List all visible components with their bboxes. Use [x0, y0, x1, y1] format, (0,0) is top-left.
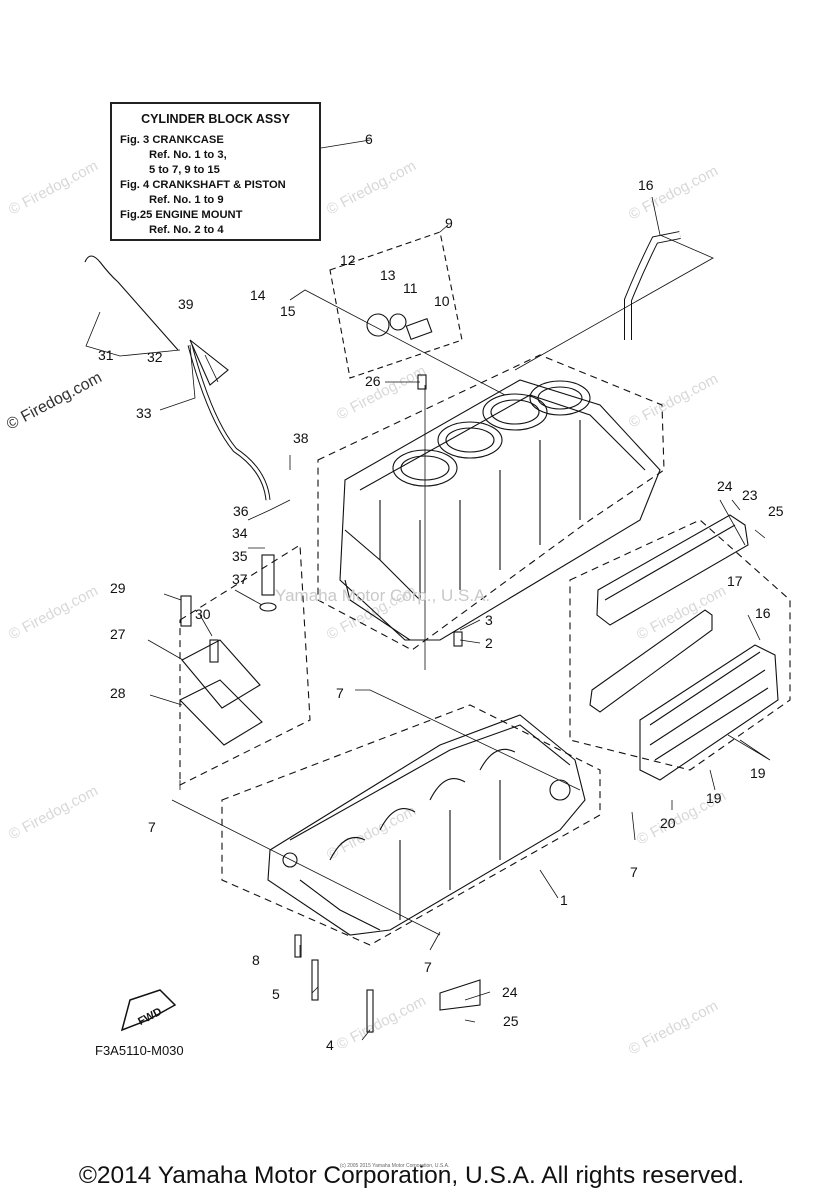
- watermark: © Firedog.com: [6, 582, 101, 643]
- gasket-18: [589, 609, 713, 713]
- callout-6: 5: [272, 986, 280, 1002]
- callout-36: 36: [233, 503, 249, 519]
- callout-11: 11: [403, 280, 418, 296]
- callout-37: 37: [232, 571, 248, 587]
- group-box-left: [179, 544, 311, 786]
- watermark: © Firedog.com: [6, 157, 101, 218]
- cylinder-block: [339, 379, 661, 641]
- callout-28: 28: [110, 685, 126, 701]
- callout-13: 13: [380, 267, 396, 283]
- legend-title: CYLINDER BLOCK ASSY: [141, 112, 290, 126]
- group-box-block: [317, 354, 665, 651]
- callout-29: 29: [110, 580, 126, 596]
- callout-15: 15: [280, 303, 296, 319]
- legend-line: 5 to 7, 9 to 15: [149, 164, 220, 176]
- callout-21: 23: [742, 487, 758, 503]
- callout-10: 10: [434, 293, 450, 309]
- lower-crankcase: [267, 714, 586, 936]
- copyright-footer: ©2014 Yamaha Motor Corporation, U.S.A. A…: [78, 1162, 745, 1189]
- oil-tube-33: [187, 344, 271, 501]
- callout-7a: 7: [336, 685, 344, 701]
- callout-33: 33: [136, 405, 152, 421]
- callout-30: 30: [195, 606, 211, 622]
- callout-39: 39: [178, 296, 194, 312]
- callout-23: 25: [768, 503, 784, 519]
- group-box-9: [329, 231, 463, 379]
- callout-18: 17: [727, 573, 743, 589]
- cover-22: [596, 514, 749, 626]
- group-box-crankcase: [221, 704, 601, 946]
- callout-17: 16: [755, 605, 771, 621]
- callout-8: 8: [252, 952, 260, 968]
- legend-line: Fig.25 ENGINE MOUNT: [120, 209, 243, 221]
- fwd-arrow: [120, 989, 177, 1032]
- callouts-extra: 24 25: [502, 984, 519, 1029]
- diagram-reference-code: F3A5110-M030: [95, 1043, 184, 1058]
- callout-26: 26: [365, 373, 381, 389]
- callout-9: 9: [445, 215, 453, 231]
- callout-2: 2: [485, 635, 493, 651]
- watermark: © Firedog.com: [334, 992, 429, 1053]
- fwd-label: FWD: [136, 1006, 164, 1028]
- callout-20: 20: [660, 815, 676, 831]
- hose-37: [261, 554, 275, 596]
- callout-7d: 7: [424, 959, 432, 975]
- watermark: © Firedog.com: [626, 370, 721, 431]
- callout-12: 12: [340, 252, 356, 268]
- callout-7c: 7: [630, 864, 638, 880]
- callout-38: 38: [293, 430, 309, 446]
- center-watermark: Yamaha Motor Corp., U.S.A.: [275, 586, 491, 605]
- cover-17: [639, 644, 779, 781]
- callout-3: 3: [485, 612, 493, 628]
- watermark: © Firedog.com: [324, 157, 419, 218]
- legend-line: Fig. 4 CRANKSHAFT & PISTON: [120, 179, 286, 191]
- callout-5: 4: [326, 1037, 334, 1053]
- callout-14: 14: [250, 287, 266, 303]
- callout-16: 16: [638, 177, 654, 193]
- legend-line: Fig. 3 CRANKCASE: [120, 134, 224, 146]
- callout-19b: 19: [706, 790, 722, 806]
- callout-1: 1: [560, 892, 568, 908]
- watermark: © Firedog.com: [324, 802, 419, 863]
- leader-lines: [85, 139, 771, 1041]
- watermark: © Firedog.com: [626, 997, 721, 1058]
- callout-25: 25: [503, 1013, 519, 1029]
- callout-27: 27: [110, 626, 126, 642]
- callout-19a: 19: [750, 765, 766, 781]
- callout-4: 6: [365, 131, 373, 147]
- legend-line: Ref. No. 1 to 9: [149, 194, 224, 206]
- callout-22: 24: [717, 478, 733, 494]
- watermark: © Firedog.com: [6, 782, 101, 843]
- group-box-cover: [569, 519, 791, 771]
- watermark: © Firedog.com: [634, 582, 729, 643]
- legend-line: Ref. No. 2 to 4: [149, 224, 224, 236]
- callout-35: 35: [232, 548, 248, 564]
- watermark: © Firedog.com: [334, 362, 429, 423]
- mini-copyright: (c) 2005 2015 Yamaha Motor Corporation, …: [340, 1163, 450, 1169]
- watermark-dark: © Firedog.com: [4, 369, 105, 433]
- callout-32: 32: [147, 349, 163, 365]
- callout-7b: 7: [148, 819, 156, 835]
- legend-box: CYLINDER BLOCK ASSY Fig. 3 CRANKCASE Ref…: [110, 102, 321, 241]
- dipstick-31: [84, 255, 179, 351]
- callouts: 6 9 12 13 11 10 14 15 16 39 31 32 33 26 …: [98, 131, 784, 1053]
- legend-line: Ref. No. 1 to 3,: [149, 149, 227, 161]
- callout-24: 24: [502, 984, 518, 1000]
- callout-34: 34: [232, 525, 248, 541]
- callout-31: 31: [98, 347, 114, 363]
